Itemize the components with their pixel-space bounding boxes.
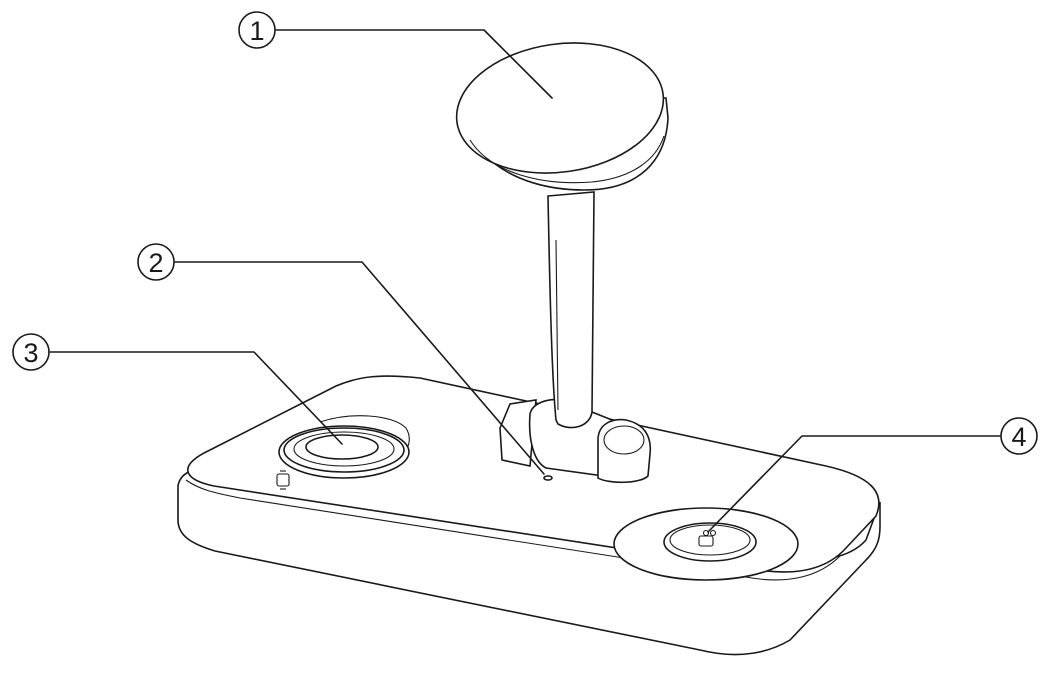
magnetic-puck-rim-line [469, 135, 665, 184]
leader-line-4 [707, 435, 1001, 533]
watch-charger-puck [276, 415, 410, 490]
callout-number-4: 4 [1011, 422, 1026, 452]
leader-line-1 [275, 29, 553, 99]
stand-post-highlight [555, 239, 559, 411]
callout-circle-4 [1000, 417, 1038, 455]
watch-charger-pad [305, 434, 379, 460]
earbuds-pad-button [663, 522, 757, 562]
callout-number-2: 2 [148, 248, 163, 278]
callout-circle-3 [12, 333, 50, 371]
hinge-cylinder-cap [603, 425, 645, 455]
base-rim-line [185, 479, 841, 581]
callout-circle-2 [137, 243, 175, 281]
callout-circle-1 [238, 11, 276, 49]
stand-post-body [547, 191, 595, 429]
callout-number-3: 3 [23, 338, 38, 368]
callout-3: 3 [12, 333, 50, 371]
leader-line-3 [49, 351, 343, 445]
magnetic-phone-charger [455, 42, 669, 191]
callout-4: 4 [1000, 417, 1038, 455]
leader-line-2 [174, 261, 545, 475]
stand-hinge [499, 398, 652, 484]
callout-number-1: 1 [249, 16, 264, 46]
callout-leaders [49, 29, 1001, 533]
watch-charger-inner-ring [293, 431, 395, 467]
earbuds-icon [698, 529, 717, 547]
earbuds-charging-pad [613, 507, 799, 581]
stand-post [547, 191, 595, 429]
callout-1: 1 [238, 11, 276, 49]
indicator-light [543, 475, 553, 481]
hinge-right-cylinder [597, 418, 652, 484]
earbuds-pad-button-inner [669, 524, 751, 556]
callout-2: 2 [137, 243, 175, 281]
magnetic-puck-face [455, 42, 665, 174]
watch-icon [276, 470, 290, 490]
